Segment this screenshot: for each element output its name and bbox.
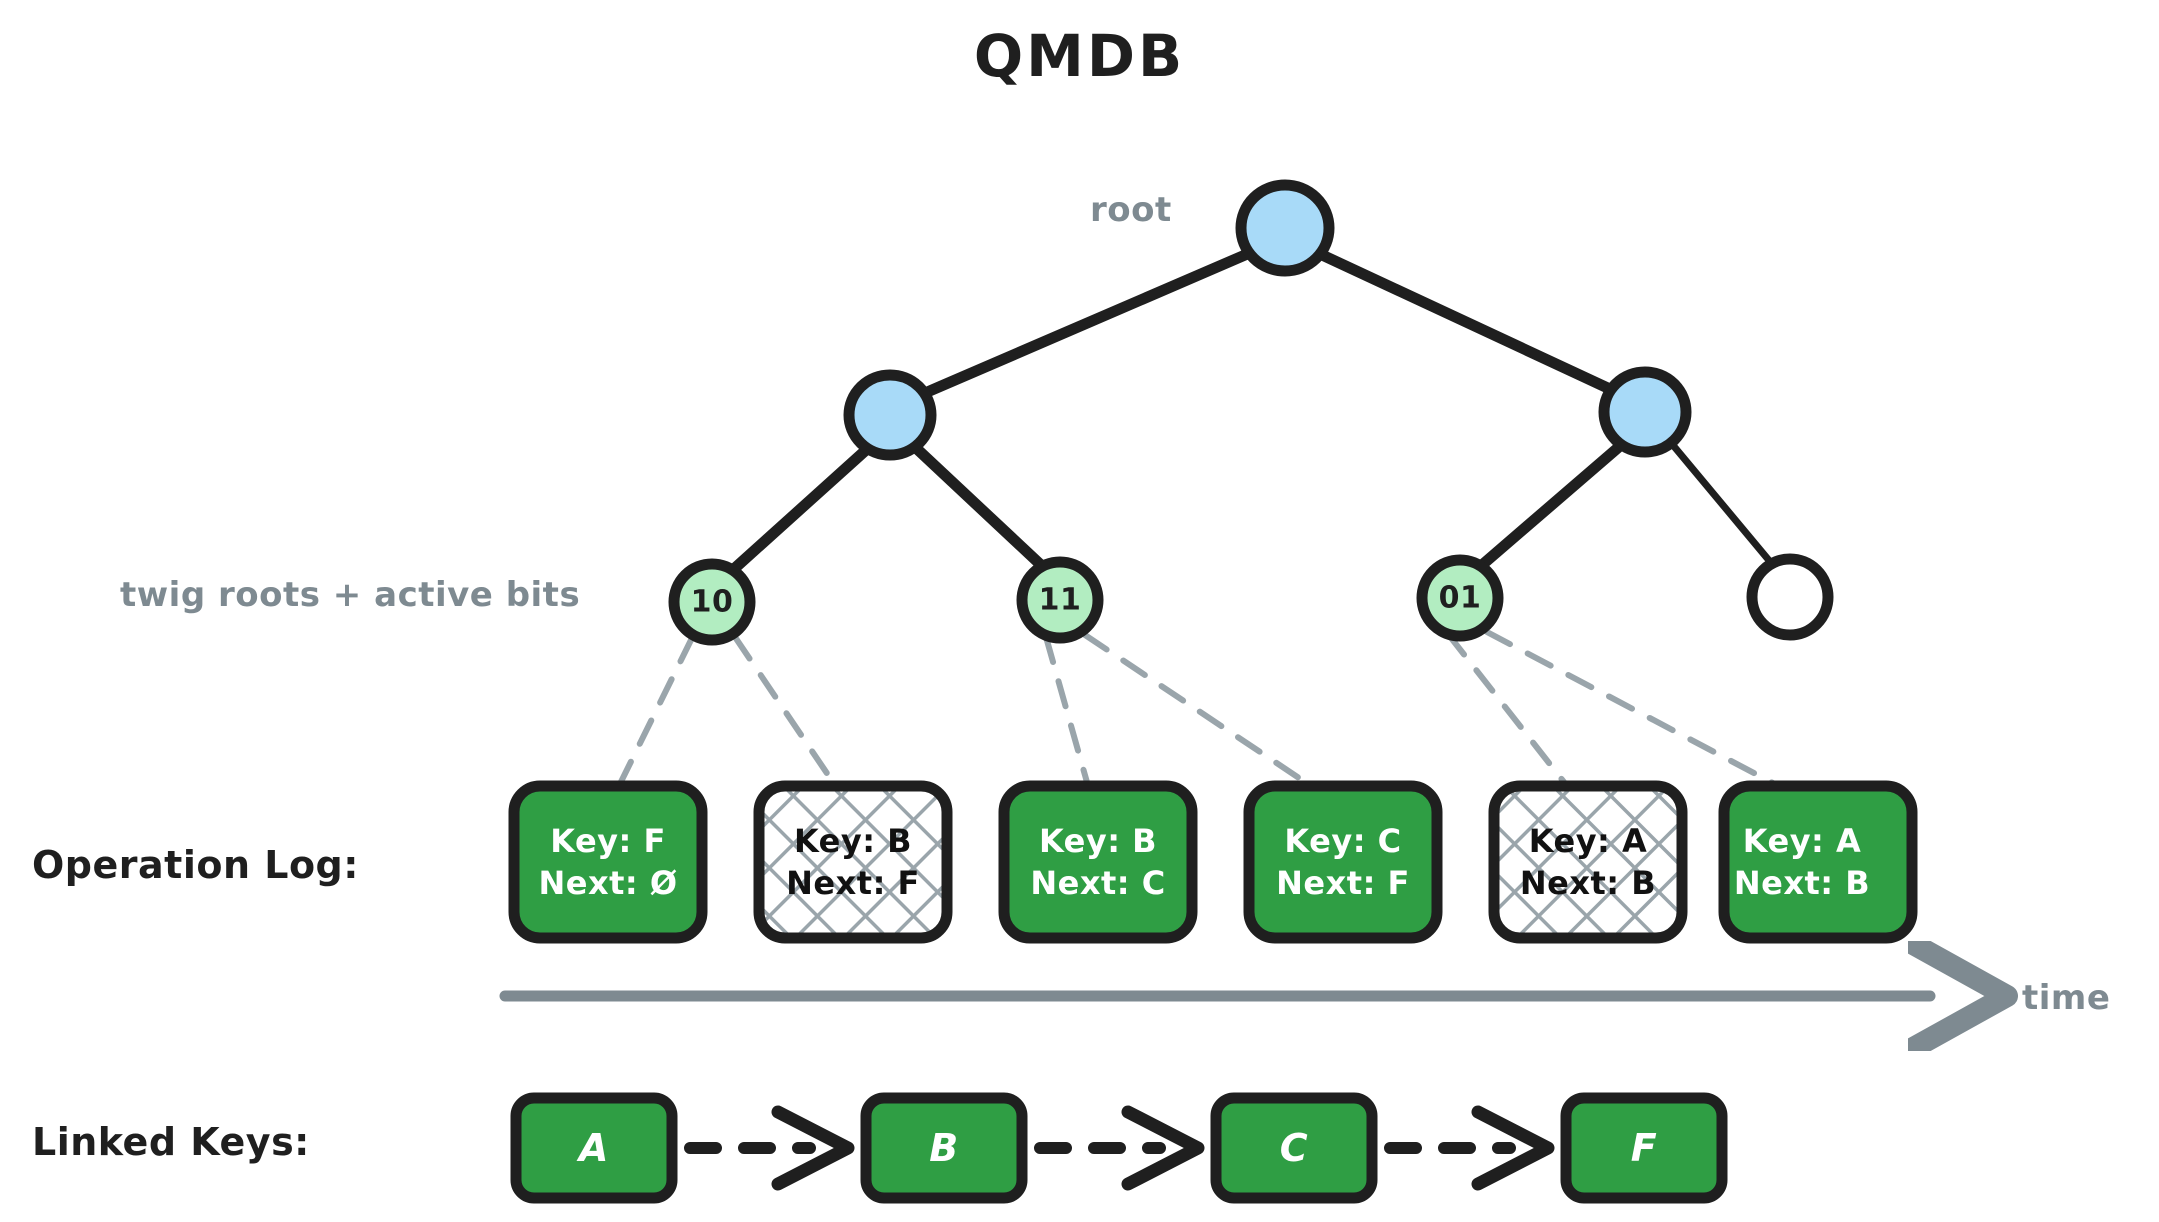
linked-keys-label: Linked Keys:: [32, 1120, 310, 1164]
connector-twig10-op0: [609, 635, 695, 803]
tree-nodes: [668, 179, 1834, 646]
twig-node-label-11: 11: [1038, 582, 1082, 618]
tree-edge-l-twig10: [729, 444, 872, 574]
linked-key-box-A[interactable]: [510, 1092, 678, 1204]
tree-node-internal-right[interactable]: [1598, 366, 1692, 458]
connector-twig11-op2: [1043, 634, 1095, 803]
tree-edges-thin: [1668, 440, 1776, 568]
tree-node-twig-01[interactable]: [1416, 554, 1504, 642]
linked-key-box-F[interactable]: [1560, 1092, 1728, 1204]
tree-node-twig-10[interactable]: [668, 558, 756, 646]
linked-key-box-C[interactable]: [1210, 1092, 1378, 1204]
tree-edge-root-left: [919, 246, 1258, 399]
linked-key-arrow-C-F: [1384, 1105, 1555, 1191]
time-label: time: [2022, 978, 2111, 1018]
linked-key-arrows: [684, 1105, 1555, 1191]
linked-key-arrow-B-C: [1034, 1105, 1205, 1191]
linked-key-box-B[interactable]: [860, 1092, 1028, 1204]
twig-roots-label: twig roots + active bits: [120, 575, 581, 615]
root-label: root: [1090, 190, 1172, 230]
connector-twig11-op3: [1082, 632, 1335, 803]
operation-log-boxes: [508, 780, 1918, 944]
connector-twig01-op5: [1484, 629, 1808, 803]
twig-node-label-01: 01: [1438, 580, 1482, 616]
tree-node-twig-empty[interactable]: [1746, 553, 1834, 641]
linked-key-arrow-A-B: [684, 1105, 855, 1191]
operation-log-label: Operation Log:: [32, 843, 359, 887]
op-log-box-5[interactable]: [1718, 780, 1918, 944]
op-log-box-3[interactable]: [1243, 780, 1443, 944]
tree-node-internal-left[interactable]: [843, 369, 937, 461]
tree-node-twig-11[interactable]: [1016, 556, 1104, 644]
tree-edge-root-right: [1314, 248, 1618, 396]
tree-edge-r-twigempty: [1668, 440, 1776, 568]
linked-key-boxes: [510, 1092, 1728, 1204]
connector-twig01-op4: [1445, 631, 1581, 803]
op-log-box-4[interactable]: [1488, 780, 1688, 944]
tree-edges: [729, 246, 1626, 574]
tree-node-root[interactable]: [1235, 179, 1335, 277]
op-log-box-1[interactable]: [753, 780, 953, 944]
tree-edge-r-twig01: [1476, 440, 1626, 571]
op-log-box-0[interactable]: [508, 780, 708, 944]
twig-oplog-connectors: [609, 629, 1808, 803]
page-title: QMDB: [973, 22, 1186, 90]
twig-node-label-10: 10: [690, 584, 734, 620]
op-log-box-2[interactable]: [998, 780, 1198, 944]
tree-edge-l-twig11: [910, 442, 1048, 572]
connector-twig10-op1: [732, 634, 848, 803]
